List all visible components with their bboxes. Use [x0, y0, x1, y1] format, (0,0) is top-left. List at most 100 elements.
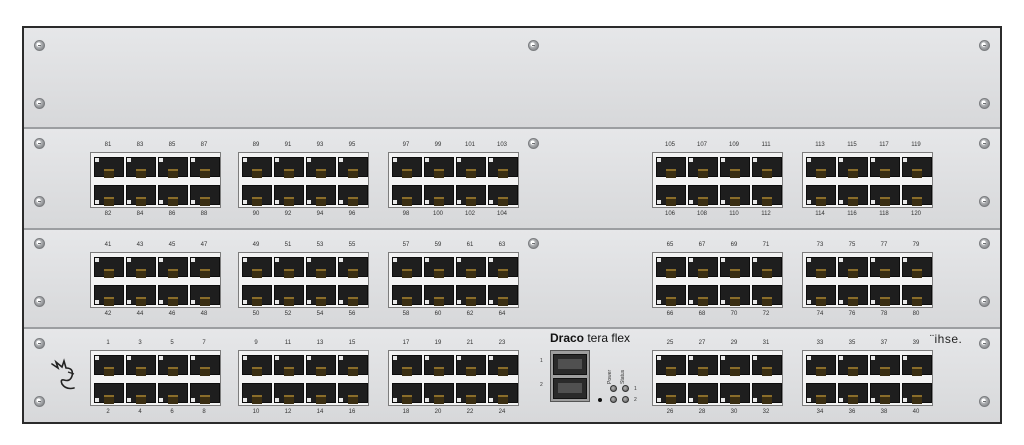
rj45-port[interactable]	[274, 257, 304, 278]
rj45-port[interactable]	[274, 355, 304, 376]
rj45-port[interactable]	[656, 257, 686, 278]
rj45-port[interactable]	[838, 185, 868, 206]
rj45-port[interactable]	[902, 257, 932, 278]
rj45-port[interactable]	[392, 257, 422, 278]
rj45-port[interactable]	[902, 157, 932, 178]
rj45-port[interactable]	[902, 355, 932, 376]
sfp-port[interactable]	[553, 354, 587, 375]
rj45-port[interactable]	[242, 355, 272, 376]
rj45-port[interactable]	[392, 355, 422, 376]
rj45-port[interactable]	[488, 383, 518, 404]
rj45-port[interactable]	[688, 383, 718, 404]
rj45-port[interactable]	[126, 383, 156, 404]
rj45-port[interactable]	[870, 157, 900, 178]
rj45-port[interactable]	[94, 257, 124, 278]
rj45-port[interactable]	[806, 383, 836, 404]
rj45-port[interactable]	[688, 285, 718, 306]
rj45-port[interactable]	[158, 383, 188, 404]
rj45-port[interactable]	[838, 285, 868, 306]
rj45-port[interactable]	[126, 257, 156, 278]
rj45-port[interactable]	[158, 285, 188, 306]
rj45-port[interactable]	[656, 355, 686, 376]
rj45-port[interactable]	[242, 257, 272, 278]
rj45-port[interactable]	[242, 285, 272, 306]
rj45-port[interactable]	[688, 185, 718, 206]
rj45-port[interactable]	[190, 383, 220, 404]
rj45-port[interactable]	[488, 355, 518, 376]
rj45-port[interactable]	[902, 185, 932, 206]
rj45-port[interactable]	[688, 355, 718, 376]
rj45-port[interactable]	[456, 157, 486, 178]
rj45-port[interactable]	[688, 257, 718, 278]
sfp-port[interactable]	[553, 378, 587, 399]
rj45-port[interactable]	[306, 157, 336, 178]
rj45-port[interactable]	[306, 185, 336, 206]
rj45-port[interactable]	[656, 285, 686, 306]
rj45-port[interactable]	[274, 157, 304, 178]
rj45-port[interactable]	[752, 383, 782, 404]
rj45-port[interactable]	[688, 157, 718, 178]
rj45-port[interactable]	[838, 157, 868, 178]
rj45-port[interactable]	[190, 355, 220, 376]
rj45-port[interactable]	[806, 157, 836, 178]
rj45-port[interactable]	[720, 157, 750, 178]
rj45-port[interactable]	[838, 355, 868, 376]
rj45-port[interactable]	[126, 355, 156, 376]
rj45-port[interactable]	[902, 383, 932, 404]
rj45-port[interactable]	[656, 383, 686, 404]
rj45-port[interactable]	[720, 185, 750, 206]
rj45-port[interactable]	[870, 257, 900, 278]
rj45-port[interactable]	[752, 355, 782, 376]
rj45-port[interactable]	[338, 383, 368, 404]
rj45-port[interactable]	[158, 355, 188, 376]
rj45-port[interactable]	[870, 383, 900, 404]
rj45-port[interactable]	[126, 285, 156, 306]
rj45-port[interactable]	[338, 285, 368, 306]
rj45-port[interactable]	[392, 185, 422, 206]
rj45-port[interactable]	[488, 157, 518, 178]
rj45-port[interactable]	[338, 257, 368, 278]
rj45-port[interactable]	[656, 157, 686, 178]
rj45-port[interactable]	[456, 285, 486, 306]
rj45-port[interactable]	[190, 257, 220, 278]
rj45-port[interactable]	[838, 383, 868, 404]
rj45-port[interactable]	[720, 285, 750, 306]
rj45-port[interactable]	[424, 185, 454, 206]
rj45-port[interactable]	[424, 157, 454, 178]
rj45-port[interactable]	[94, 185, 124, 206]
rj45-port[interactable]	[274, 285, 304, 306]
rj45-port[interactable]	[488, 285, 518, 306]
rj45-port[interactable]	[306, 355, 336, 376]
reset-button[interactable]	[598, 398, 602, 402]
rj45-port[interactable]	[720, 257, 750, 278]
rj45-port[interactable]	[752, 185, 782, 206]
rj45-port[interactable]	[392, 285, 422, 306]
rj45-port[interactable]	[720, 383, 750, 404]
rj45-port[interactable]	[126, 157, 156, 178]
rj45-port[interactable]	[488, 257, 518, 278]
rj45-port[interactable]	[158, 157, 188, 178]
rj45-port[interactable]	[392, 157, 422, 178]
rj45-port[interactable]	[902, 285, 932, 306]
rj45-port[interactable]	[806, 257, 836, 278]
rj45-port[interactable]	[158, 257, 188, 278]
rj45-port[interactable]	[338, 185, 368, 206]
rj45-port[interactable]	[126, 185, 156, 206]
rj45-port[interactable]	[870, 185, 900, 206]
rj45-port[interactable]	[456, 257, 486, 278]
rj45-port[interactable]	[752, 257, 782, 278]
rj45-port[interactable]	[806, 185, 836, 206]
rj45-port[interactable]	[94, 285, 124, 306]
rj45-port[interactable]	[456, 185, 486, 206]
rj45-port[interactable]	[190, 285, 220, 306]
rj45-port[interactable]	[752, 285, 782, 306]
rj45-port[interactable]	[306, 285, 336, 306]
rj45-port[interactable]	[306, 257, 336, 278]
rj45-port[interactable]	[870, 355, 900, 376]
rj45-port[interactable]	[242, 383, 272, 404]
rj45-port[interactable]	[656, 185, 686, 206]
rj45-port[interactable]	[242, 157, 272, 178]
rj45-port[interactable]	[488, 185, 518, 206]
rj45-port[interactable]	[94, 355, 124, 376]
rj45-port[interactable]	[274, 185, 304, 206]
